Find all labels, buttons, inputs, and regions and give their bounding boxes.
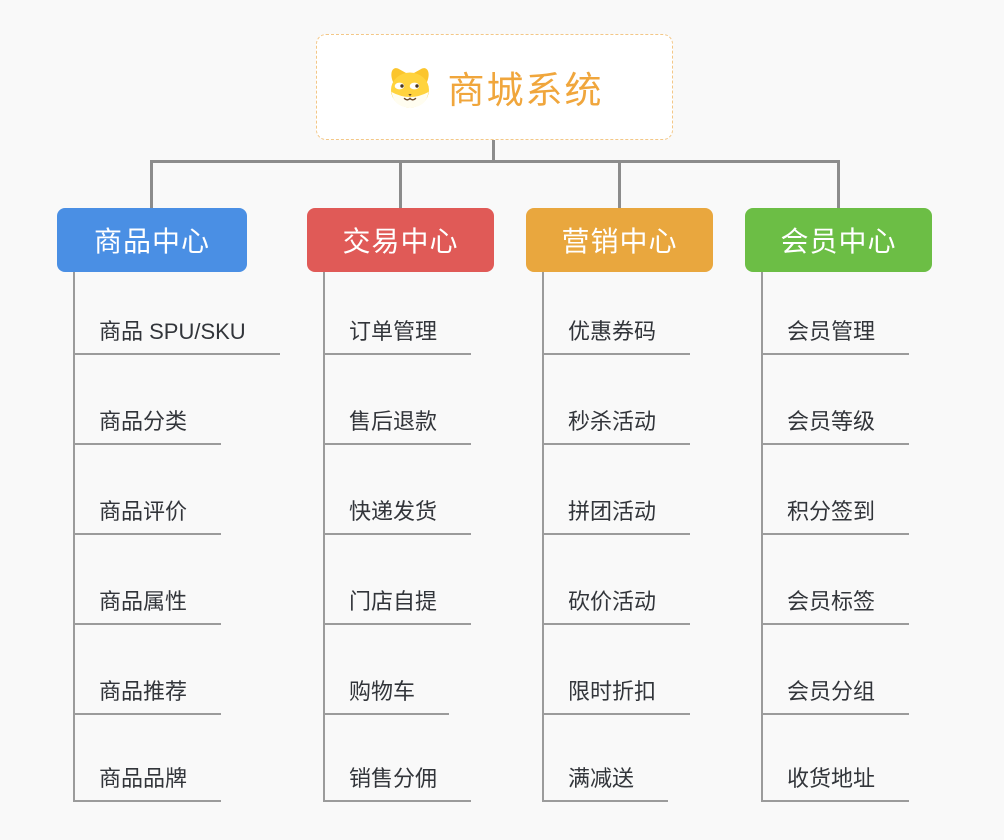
leaf-node[interactable]: 会员管理 [761, 309, 910, 355]
branch-label: 营销中心 [561, 226, 678, 257]
leaf-node[interactable]: 拼团活动 [542, 489, 691, 535]
leaf-column-product: 商品 SPU/SKU 商品分类 商品评价 商品属性 商品推荐 商品品牌 [73, 272, 333, 802]
leaf-node[interactable]: 秒杀活动 [542, 399, 691, 445]
column-connector-line [542, 272, 544, 802]
leaf-node[interactable]: 商品评价 [73, 489, 222, 535]
branch-node-trade-center[interactable]: 交易中心 [307, 208, 494, 272]
root-connector-stub [492, 140, 495, 162]
leaf-node[interactable]: 售后退款 [323, 399, 472, 445]
leaf-node[interactable]: 优惠券码 [542, 309, 691, 355]
leaf-column-member: 会员管理 会员等级 积分签到 会员标签 会员分组 收货地址 [761, 272, 1004, 802]
leaf-column-marketing: 优惠券码 秒杀活动 拼团活动 砍价活动 限时折扣 满减送 [542, 272, 802, 802]
branch-drop-line [618, 161, 621, 208]
leaf-node[interactable]: 门店自提 [323, 579, 472, 625]
leaf-node[interactable]: 会员标签 [761, 579, 910, 625]
leaf-node[interactable]: 商品分类 [73, 399, 222, 445]
leaf-node[interactable]: 限时折扣 [542, 669, 691, 715]
leaf-node[interactable]: 商品推荐 [73, 669, 222, 715]
leaf-node[interactable]: 商品品牌 [73, 756, 222, 802]
branch-drop-line [837, 161, 840, 208]
column-connector-line [323, 272, 325, 802]
branch-node-marketing-center[interactable]: 营销中心 [526, 208, 713, 272]
column-connector-line [761, 272, 763, 802]
leaf-node[interactable]: 商品 SPU/SKU [73, 309, 280, 355]
branch-label: 交易中心 [342, 226, 459, 257]
dog-face-icon [390, 68, 429, 108]
branch-label: 会员中心 [780, 226, 897, 257]
branch-node-product-center[interactable]: 商品中心 [57, 208, 247, 272]
branch-bus-line [150, 160, 840, 163]
leaf-node[interactable]: 会员等级 [761, 399, 910, 445]
branch-drop-line [399, 161, 402, 208]
leaf-node[interactable]: 订单管理 [323, 309, 472, 355]
leaf-node[interactable]: 积分签到 [761, 489, 910, 535]
leaf-node[interactable]: 满减送 [542, 756, 669, 802]
leaf-node[interactable]: 快递发货 [323, 489, 472, 535]
leaf-column-trade: 订单管理 售后退款 快递发货 门店自提 购物车 销售分佣 [323, 272, 583, 802]
root-title: 商城系统 [447, 70, 604, 111]
leaf-node[interactable]: 收货地址 [761, 756, 910, 802]
leaf-node[interactable]: 销售分佣 [323, 756, 472, 802]
leaf-node[interactable]: 砍价活动 [542, 579, 691, 625]
leaf-node[interactable]: 会员分组 [761, 669, 910, 715]
root-node-mall-system[interactable]: 商城系统 [316, 34, 673, 140]
branch-drop-line [150, 161, 153, 208]
leaf-node[interactable]: 商品属性 [73, 579, 222, 625]
branch-label: 商品中心 [93, 226, 210, 257]
branch-node-member-center[interactable]: 会员中心 [745, 208, 932, 272]
column-connector-line [73, 272, 75, 802]
leaf-node[interactable]: 购物车 [323, 669, 450, 715]
